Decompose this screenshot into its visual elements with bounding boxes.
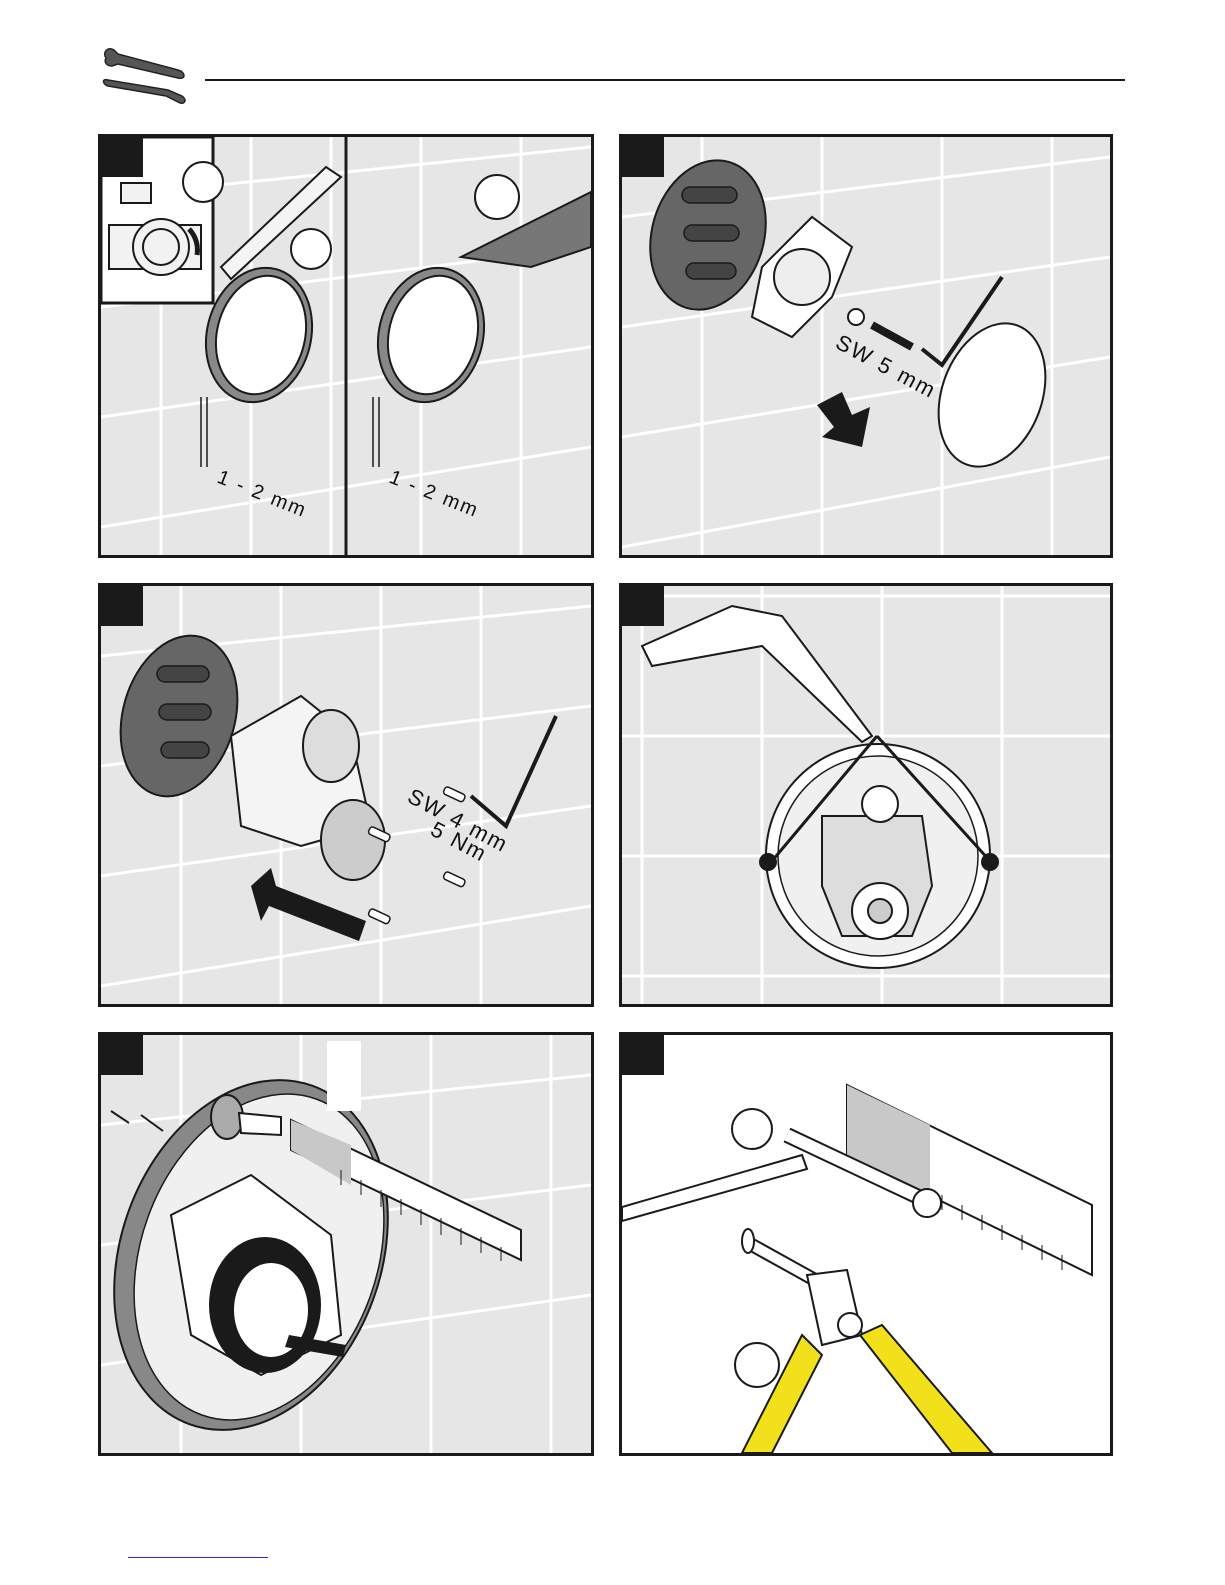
footer-link-underline[interactable] [128, 1557, 268, 1558]
step-number-badge [622, 137, 664, 177]
step-panel-5 [98, 1032, 594, 1456]
step-panel-1: 1 - 2 mm 1 - 2 mm [98, 134, 594, 558]
step-number-badge [101, 137, 143, 177]
step-number-badge [101, 1035, 143, 1075]
wrench-and-screwdriver-icon [98, 44, 190, 106]
step-panel-4 [619, 583, 1113, 1007]
step-number-badge [622, 1035, 664, 1075]
step-number-badge [101, 586, 143, 626]
header-rule [205, 79, 1125, 81]
step-panel-6 [619, 1032, 1113, 1456]
step-panel-2: SW 5 mm [619, 134, 1113, 558]
gap-dimension-right: 1 - 2 mm [386, 466, 482, 522]
step-number-badge [622, 586, 664, 626]
step-panel-3: SW 4 mm 5 Nm [98, 583, 594, 1007]
